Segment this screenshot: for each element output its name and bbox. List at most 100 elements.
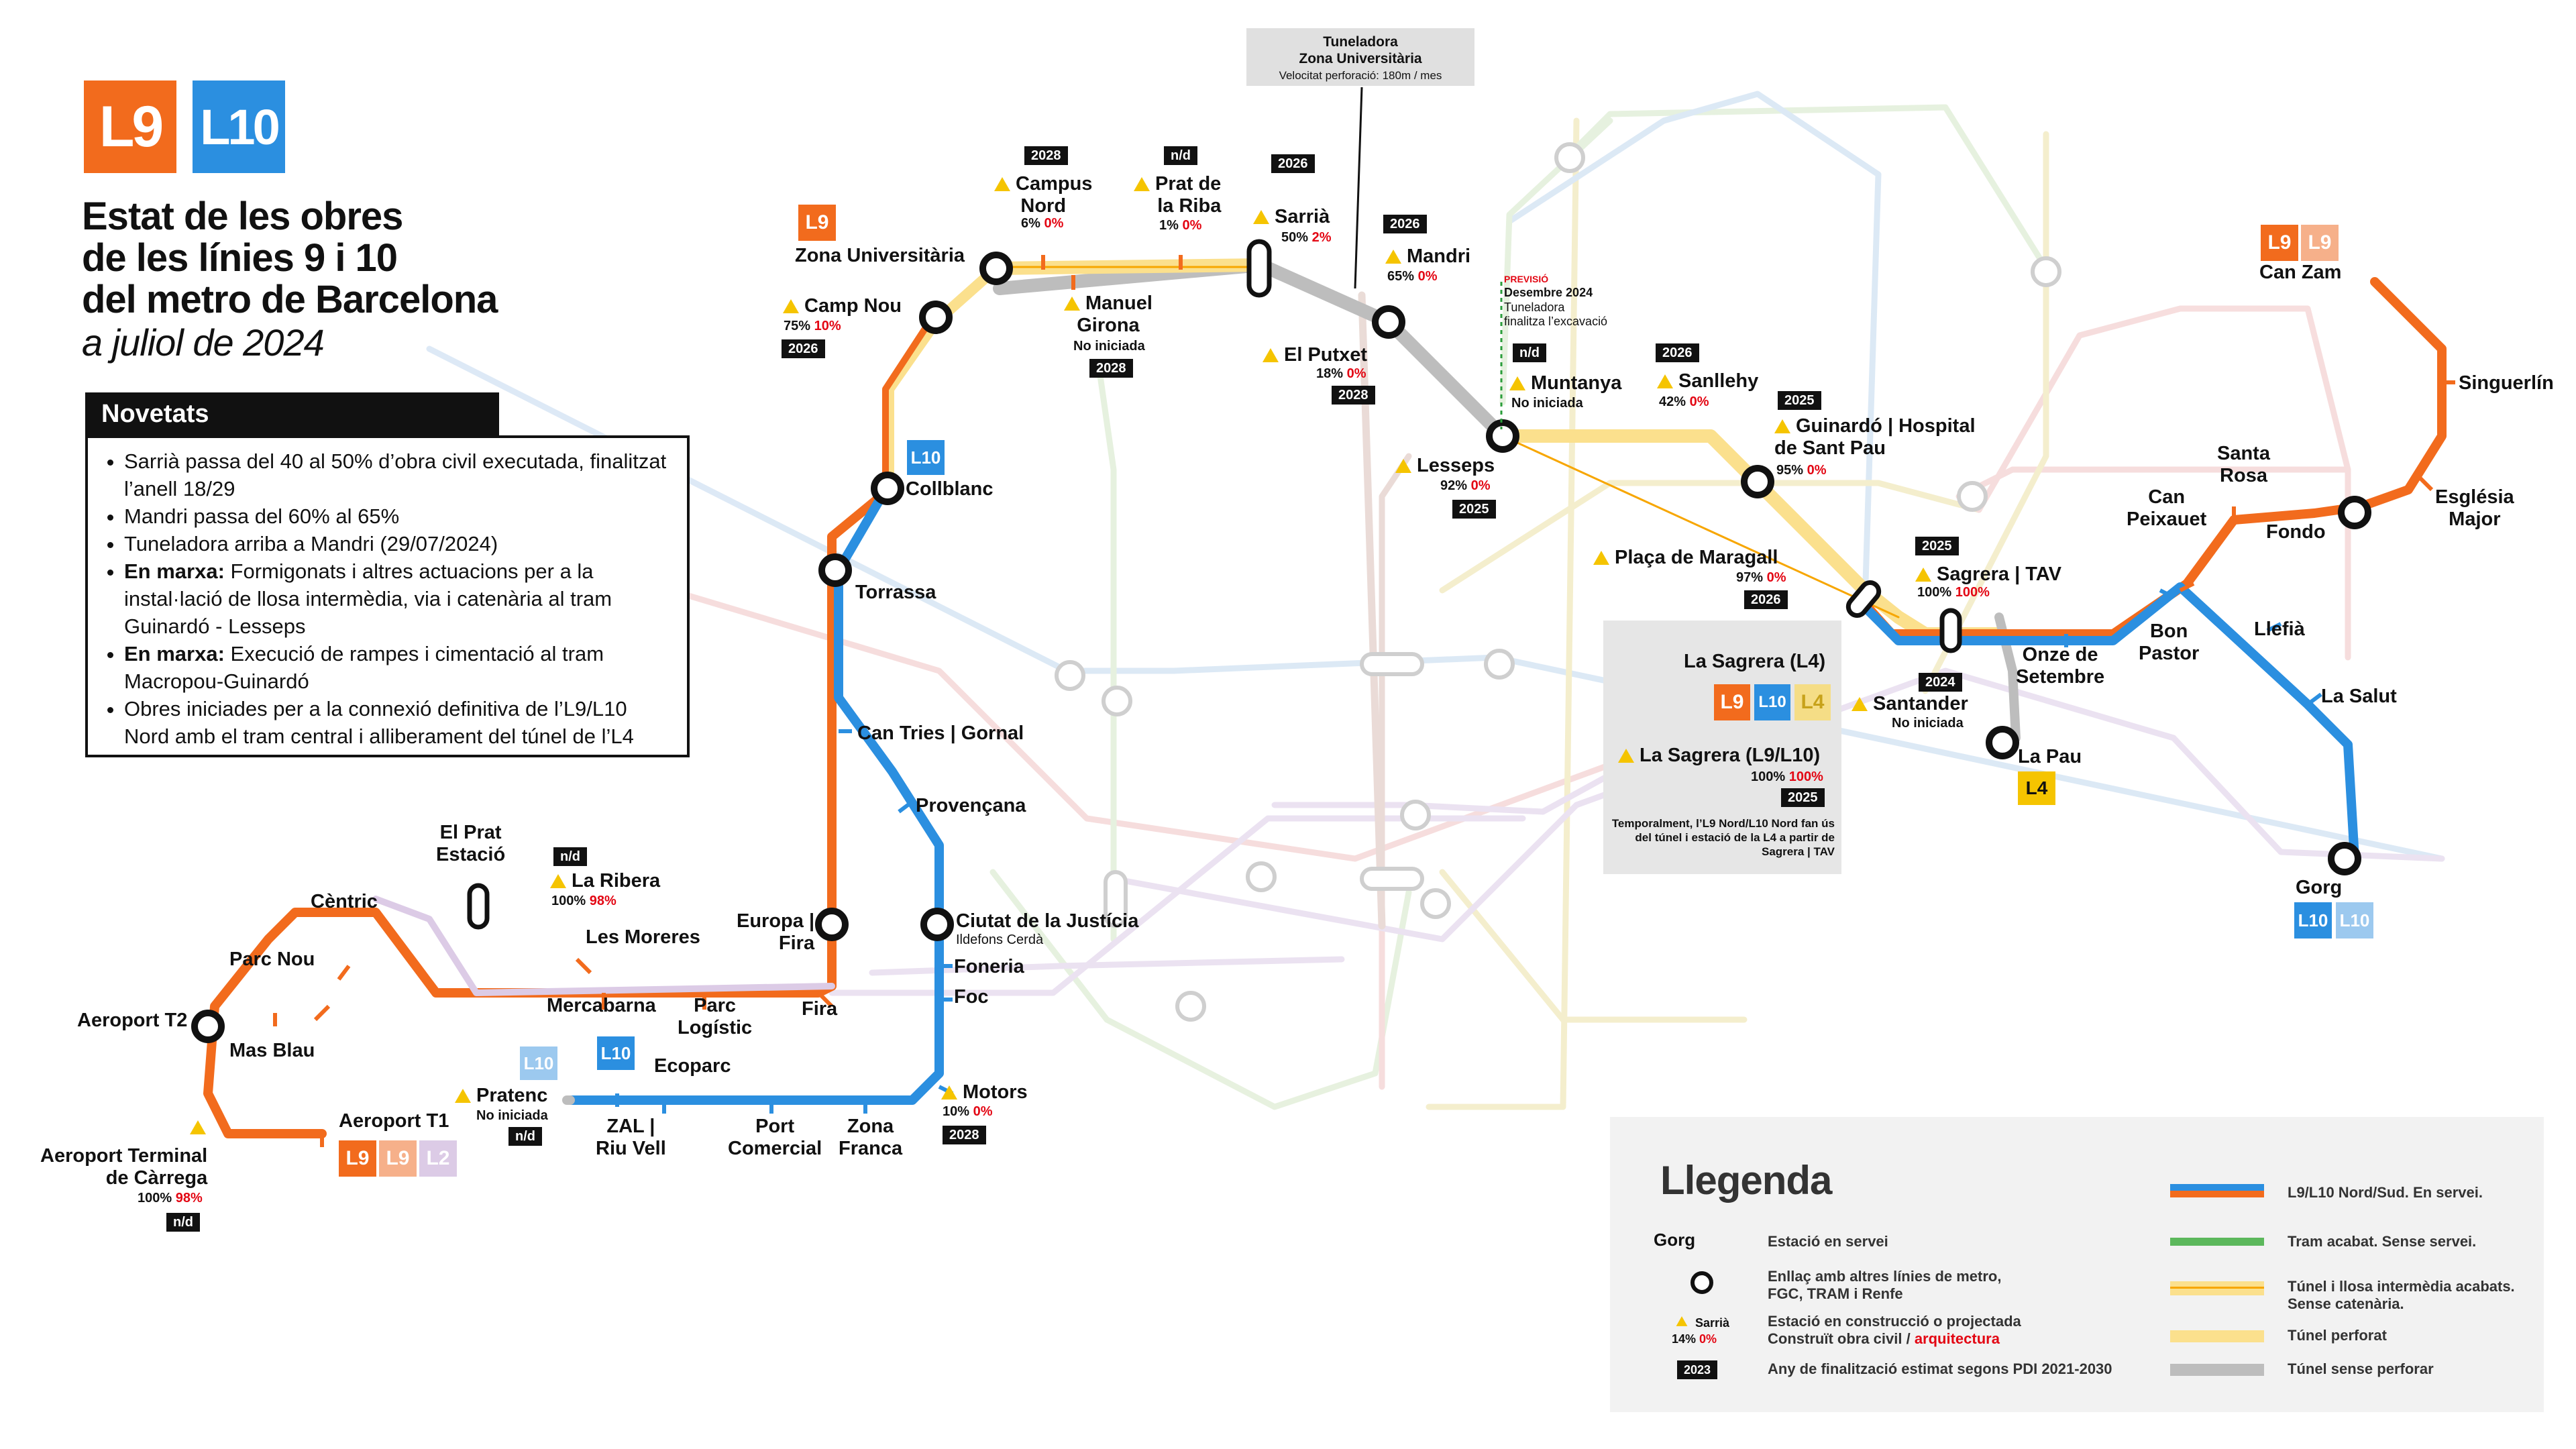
year-badge: n/d	[508, 1127, 542, 1146]
station-zona-universitaria: Zona Universitària	[795, 245, 965, 266]
news-item: Mandri passa del 60% al 65%	[124, 502, 674, 530]
warning-icon	[455, 1089, 471, 1103]
station-subtitle: Ildefons Cerdà	[956, 932, 1044, 947]
year-badge: n/d	[1513, 343, 1546, 362]
warning-icon	[1253, 210, 1269, 224]
l9-pale-chip: L9	[379, 1140, 417, 1177]
year-badge: 2026	[782, 339, 825, 358]
legend-line-label: Túnel i llosa intermèdia acabats. Sense …	[2288, 1278, 2515, 1312]
station-llefia: Llefià	[2254, 619, 2305, 640]
legend-line-label: Tram acabat. Sense servei.	[2288, 1233, 2477, 1250]
warning-icon	[1385, 250, 1401, 264]
station-manuel-girona: Manuel Girona	[1064, 292, 1152, 337]
station-fira: Fira	[802, 998, 838, 1020]
legend-in-service: Estació en servei	[1768, 1233, 1888, 1250]
warning-icon	[783, 299, 799, 313]
station-foc: Foc	[954, 986, 989, 1008]
news-item: Sarrià passa del 40 al 50% d’obra civil …	[124, 447, 674, 502]
warning-icon	[550, 874, 566, 888]
year-badge: 2028	[1332, 386, 1375, 405]
station-progress: 50% 2%	[1281, 230, 1332, 245]
year-badge: 2025	[1781, 788, 1825, 807]
station-progress: 6% 0%	[1021, 216, 1064, 231]
tick-marks	[273, 255, 2455, 1147]
warning-icon	[941, 1085, 957, 1099]
station-zal-riu-vell: ZAL | Riu Vell	[596, 1116, 666, 1160]
year-badge: 2025	[1915, 537, 1959, 555]
station-campus-nord: Campus Nord	[994, 173, 1092, 218]
warning-icon	[1657, 374, 1673, 388]
l10-chip: L10	[2294, 902, 2332, 938]
legend-line-swatch	[2170, 1184, 2264, 1191]
station-aeroport-t2: Aeroport T2	[77, 1010, 188, 1031]
year-badge: 2026	[1383, 215, 1427, 233]
warning-icon-carrega	[190, 1119, 211, 1136]
year-badge: n/d	[166, 1213, 200, 1232]
station-la-pau: La Pau	[2018, 746, 2082, 767]
year-badge: n/d	[553, 847, 587, 866]
news-item: En marxa: Formigonats i altres actuacion…	[124, 557, 674, 640]
l9-chip: L9	[339, 1140, 376, 1177]
previsio-date: Desembre 2024	[1504, 286, 1593, 299]
l2-chip: L2	[419, 1140, 457, 1177]
station-progress: 92% 0%	[1440, 478, 1491, 493]
station-ciutat-de-la-justicia: Ciutat de la Justícia	[956, 910, 1139, 932]
station-lesseps: Lesseps	[1395, 455, 1495, 477]
year-badge: 2028	[1024, 146, 1068, 165]
year-badge: 2028	[1089, 359, 1133, 378]
legend-year: Any de finalització estimat segons PDI 2…	[1768, 1360, 2112, 1377]
station-mas-blau: Mas Blau	[229, 1040, 315, 1061]
interchange-capsules	[1055, 142, 2061, 1022]
warning-icon	[1676, 1316, 1688, 1326]
news-item: En marxa: Execució de rampes i cimentaci…	[124, 640, 674, 695]
l4-chip: L4	[1794, 684, 1831, 720]
station-parc-nou: Parc Nou	[229, 949, 315, 970]
legend-line-swatch-inner	[2170, 1287, 2264, 1289]
warning-icon	[994, 177, 1010, 191]
station-sarria: Sarrià	[1253, 206, 1330, 228]
legend-line-swatch	[2170, 1330, 2264, 1342]
station-provencana: Provençana	[916, 795, 1026, 816]
title-line-1: Estat de les obres	[82, 195, 403, 238]
year-badge: 2028	[943, 1126, 986, 1144]
warning-icon	[1851, 697, 1868, 711]
legend-line-swatch	[2170, 1238, 2264, 1246]
l10-pale-chip: L10	[2336, 902, 2373, 938]
warning-icon	[1915, 568, 1931, 582]
year-badge: 2026	[1744, 590, 1788, 609]
l9-logo: L9	[84, 80, 176, 173]
station-can-zam: Can Zam	[2259, 262, 2342, 283]
warning-icon	[1618, 749, 1634, 763]
station-aeroport-t1: Aeroport T1	[339, 1110, 449, 1132]
previsio-text: Tuneladora finalitza l’excavació	[1504, 301, 1608, 328]
station-progress: 18% 0%	[1316, 366, 1366, 381]
page-title: Estat de les obres de les línies 9 i 10 …	[82, 195, 498, 321]
station-mandri: Mandri	[1385, 246, 1470, 268]
legend-construction-2: Construït obra civil / arquitectura	[1768, 1330, 2000, 1347]
tbm-title-2: Zona Universitària	[1299, 51, 1422, 66]
station-progress: 42% 0%	[1659, 394, 1709, 409]
legend-construction: Estació en construcció o projectada	[1768, 1313, 2021, 1330]
legend-construction-progress: 14% 0%	[1672, 1332, 1717, 1346]
news-box: Sarrià passa del 40 al 50% d’obra civil …	[85, 435, 690, 757]
station-bon-pastor: Bon Pastor	[2139, 621, 2200, 665]
legend-line-swatch	[2170, 1191, 2264, 1197]
station-mercabarna: Mercabarna	[547, 995, 656, 1016]
legend-line-label: Túnel sense perforar	[2288, 1360, 2434, 1377]
l10-chip: L10	[1754, 684, 1790, 720]
year-badge: 2026	[1656, 343, 1699, 362]
station-progress: 10% 0%	[943, 1104, 993, 1119]
station-camp-nou: Camp Nou	[783, 295, 902, 317]
sagrera-note: Temporalment, l’L9 Nord/L10 Nord fan ús …	[1611, 817, 1835, 858]
tbm-note: Velocitat perforació: 180m / mes	[1279, 69, 1442, 82]
station-progress: 100% 100%	[1751, 769, 1823, 784]
station-status: No iniciada	[1892, 716, 1964, 731]
station-motors: Motors	[941, 1081, 1028, 1104]
station-la-ribera: La Ribera	[550, 870, 660, 892]
legend-line-label: L9/L10 Nord/Sud. En servei.	[2288, 1184, 2483, 1201]
page-subtitle: a juliol de 2024	[82, 321, 325, 364]
station-guinardo-hospital-sant-pau: Guinardó | Hospital de Sant Pau	[1774, 415, 1976, 460]
station-torrassa: Torrassa	[855, 582, 936, 603]
l10-logo: L10	[193, 80, 285, 173]
